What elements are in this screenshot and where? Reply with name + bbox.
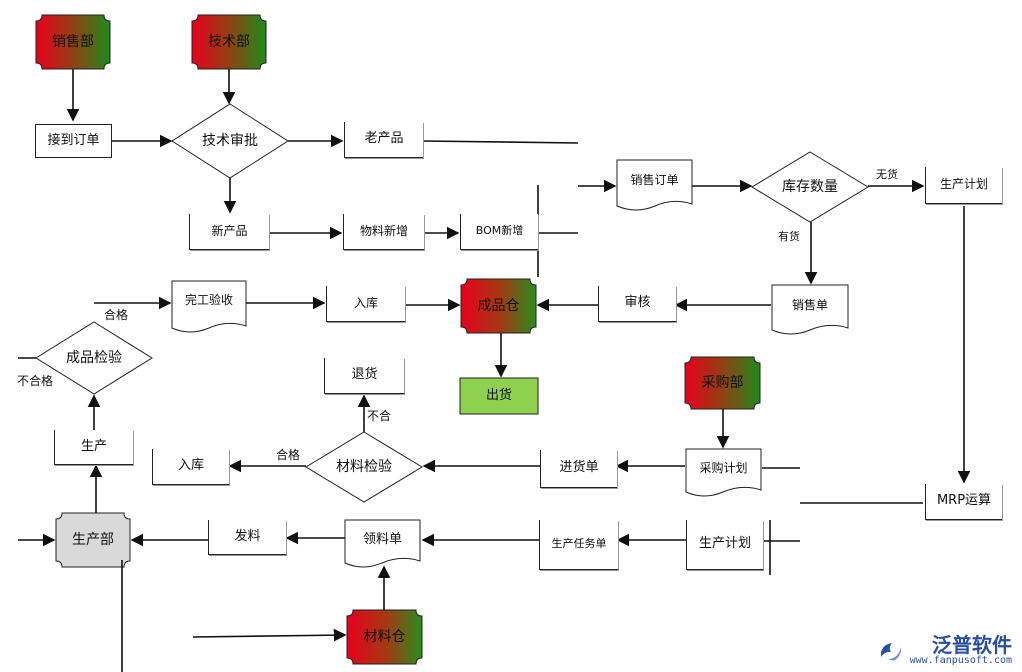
edge-label-pass-top: 合格 <box>104 308 129 322</box>
process-material-add: 物料新增 <box>343 214 424 250</box>
dept-shape-sales <box>35 14 111 70</box>
dept-material-warehouse: 材料仓 <box>363 628 406 645</box>
dept-shape-production <box>55 512 131 568</box>
process-old-product: 老产品 <box>344 122 423 158</box>
doc-purchase-plan: 采购计划 <box>699 461 748 476</box>
process-production: 生产 <box>54 430 133 465</box>
process-return-goods: 退货 <box>324 358 404 394</box>
dept-production: 生产部 <box>72 531 114 548</box>
dept-finished-warehouse: 成品仓 <box>477 297 520 314</box>
dept-shape-tech <box>191 14 267 70</box>
process-production-plan-top: 生产计划 <box>925 167 1002 204</box>
edge-label-pass-mid: 合格 <box>276 448 301 462</box>
decision-product-inspection: 成品检验 <box>66 349 122 366</box>
doc-sales-order: 销售订单 <box>630 173 679 188</box>
process-purchase-receipt: 进货单 <box>540 450 617 488</box>
dept-shape-purchase <box>684 356 761 410</box>
doc-shape-sales-slip <box>771 284 849 335</box>
doc-shape-purchase-plan <box>685 448 762 497</box>
ship-box-shape <box>459 377 539 415</box>
decision-stock-qty: 库存数量 <box>782 178 838 195</box>
process-audit: 审核 <box>598 286 676 322</box>
doc-shape-sales-order <box>616 159 693 211</box>
decision-tech-approval: 技术审批 <box>202 132 258 149</box>
process-ship: 出货 <box>485 387 512 403</box>
process-bom-add: BOM新增 <box>460 214 538 250</box>
dept-sales: 销售部 <box>52 33 94 50</box>
process-production-task: 生产任务单 <box>539 520 618 570</box>
dept-purchase: 采购部 <box>701 374 744 391</box>
decision-material-inspection: 材料检验 <box>336 458 392 475</box>
diamond-material-inspection <box>305 431 423 503</box>
process-mrp: MRP运算 <box>925 484 1002 520</box>
doc-sales-slip: 销售单 <box>791 298 828 313</box>
dept-tech: 技术部 <box>208 33 250 50</box>
fanpu-logo-icon <box>880 642 901 660</box>
edge-label-fail-mid: 不合 <box>367 409 392 423</box>
edge-label-no-stock: 无货 <box>876 168 898 181</box>
dept-shape-material-warehouse <box>346 609 423 665</box>
edge-label-has-stock: 有货 <box>778 230 800 243</box>
process-issue-material: 发料 <box>208 520 286 555</box>
edge-label-fail-left: 不合格 <box>17 374 54 388</box>
diamond-product-inspection <box>35 321 153 395</box>
brand-logo: 泛普软件 www.fanpusoft.com <box>878 635 1012 666</box>
brand-url: www.fanpusoft.com <box>909 655 1012 666</box>
process-production-plan-bottom: 生产计划 <box>686 520 763 570</box>
diamond-stock-qty <box>751 151 869 223</box>
doc-completion-check: 完工验收 <box>184 293 233 308</box>
doc-shape-requisition <box>344 519 421 568</box>
doc-shape-completion-check <box>171 280 247 333</box>
process-receive-order: 接到订单 <box>35 124 112 158</box>
brand-name: 泛普软件 <box>932 633 1012 657</box>
dept-shape-finished-warehouse <box>460 278 537 334</box>
process-inbound-top: 入库 <box>326 286 405 322</box>
doc-requisition: 领料单 <box>362 531 402 547</box>
process-inbound-mid: 入库 <box>152 449 229 485</box>
process-new-product: 新产品 <box>189 214 269 250</box>
